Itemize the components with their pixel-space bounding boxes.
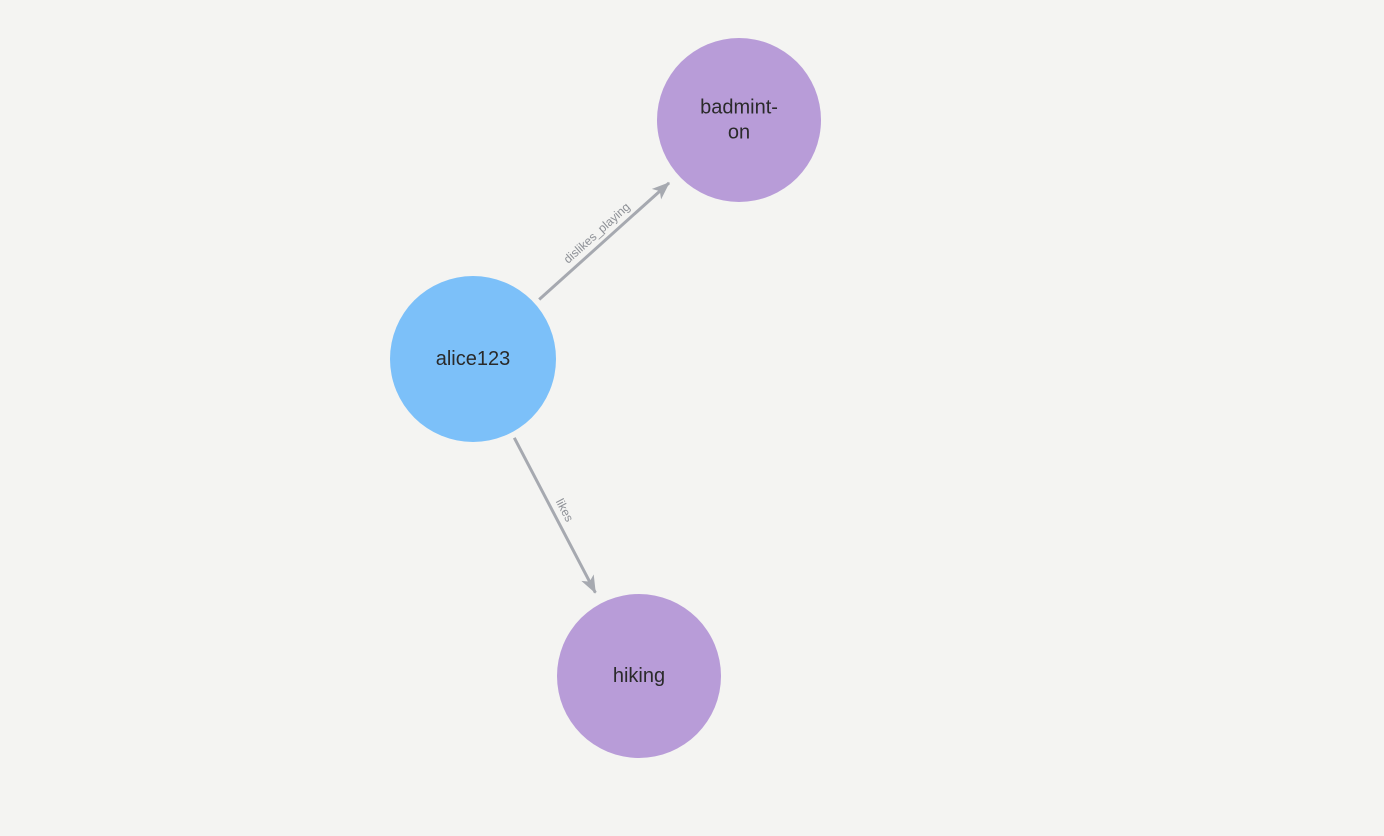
edge-label: dislikes_playing: [561, 200, 633, 267]
node-circle[interactable]: [657, 38, 821, 202]
graph-node-alice123[interactable]: alice123: [390, 276, 556, 442]
graph-edge-likes[interactable]: likes: [512, 437, 597, 594]
nodes-layer: alice123 badmint-on hiking: [390, 38, 821, 758]
node-circle[interactable]: [557, 594, 721, 758]
graph-edge-dislikes_playing[interactable]: dislikes_playing: [538, 181, 671, 301]
node-circle[interactable]: [390, 276, 556, 442]
graph-node-badminton[interactable]: badmint-on: [657, 38, 821, 202]
edge-line[interactable]: [538, 181, 671, 301]
graph-node-hiking[interactable]: hiking: [557, 594, 721, 758]
edge-line[interactable]: [512, 437, 597, 594]
